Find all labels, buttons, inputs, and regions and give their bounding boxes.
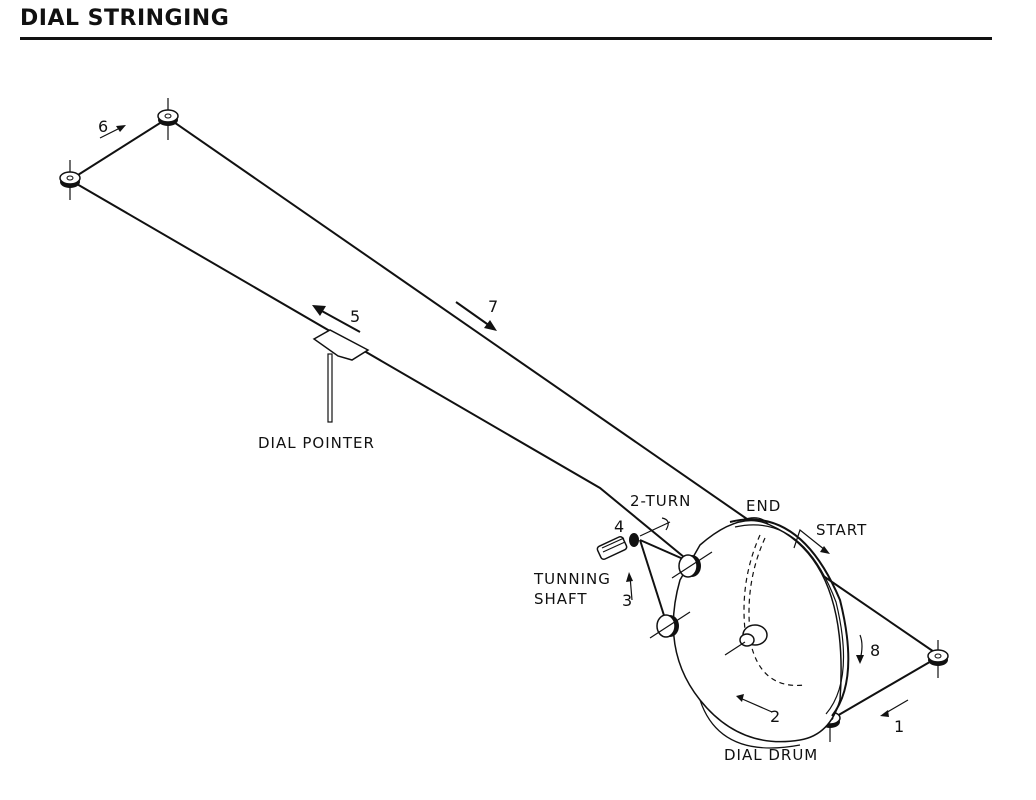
- string-segment-1: [829, 655, 941, 721]
- arrow-start: [793, 528, 826, 551]
- title-rule: [20, 37, 992, 40]
- direction-arrows: [99, 125, 909, 717]
- string-segment-5: [69, 179, 691, 563]
- idler-pulley-upper: [671, 551, 713, 579]
- dial-drum: [672, 518, 850, 749]
- label-dial-pointer: DIAL POINTER: [258, 434, 375, 452]
- page-title: DIAL STRINGING: [20, 6, 230, 31]
- step-2: 2: [770, 707, 780, 726]
- pulley-right: [927, 640, 949, 678]
- step-7: 7: [488, 297, 498, 316]
- step-6: 6: [98, 117, 108, 136]
- string-segment-7: [167, 117, 761, 529]
- pulley-top-left: [157, 98, 179, 140]
- step-8: 8: [870, 641, 880, 660]
- label-start: START: [816, 521, 867, 539]
- idler-pulley-lower: [649, 611, 691, 639]
- arrow-5: [319, 309, 361, 333]
- step-3: 3: [622, 591, 632, 610]
- pulley-left: [59, 160, 81, 200]
- label-tuning-shaft-line2: SHAFT: [534, 590, 588, 608]
- dial-pointer: [312, 329, 370, 423]
- step-4: 4: [614, 517, 624, 536]
- label-dial-drum: DIAL DRUM: [724, 746, 818, 764]
- arrow-7: [455, 301, 491, 327]
- label-two-turn: 2-TURN: [630, 492, 691, 510]
- label-tuning-shaft-line1: TUNNING: [533, 570, 611, 588]
- string-segment-6: [69, 117, 169, 181]
- arrow-2: [739, 697, 773, 713]
- step-5: 5: [350, 307, 360, 326]
- label-end: END: [746, 497, 781, 515]
- string-segment-3: [639, 539, 669, 629]
- tuning-shaft: [596, 517, 671, 561]
- step-1: 1: [894, 717, 904, 736]
- end-bracket: [741, 517, 769, 525]
